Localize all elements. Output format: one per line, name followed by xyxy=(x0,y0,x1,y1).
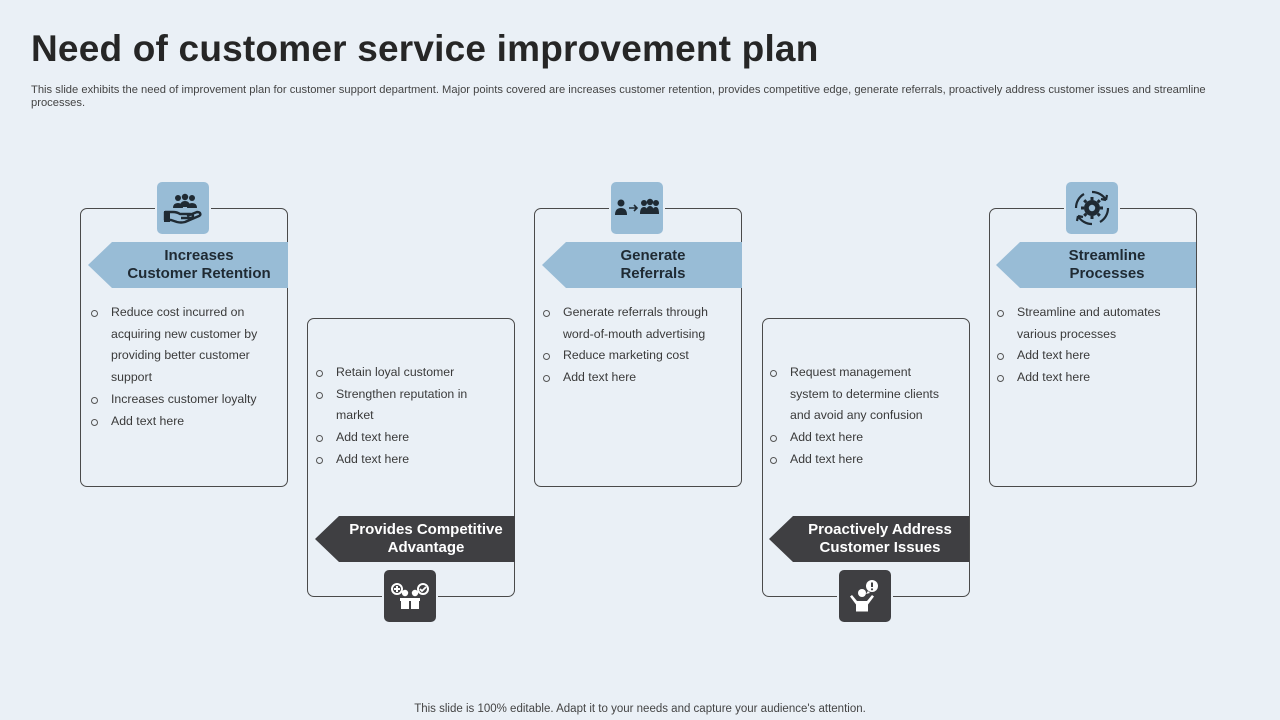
page-subtitle: This slide exhibits the need of improvem… xyxy=(31,84,1206,109)
card-streamline-processes-icon-box xyxy=(1064,180,1120,236)
card-customer-retention-icon-box xyxy=(155,180,211,236)
list-item: Add text here xyxy=(90,411,270,433)
list-item: Generate referrals through word-of-mouth… xyxy=(542,302,722,345)
people-comparison-icon xyxy=(391,583,429,609)
card-streamline-processes-heading: Streamline Processes xyxy=(996,242,1196,288)
hand-people-icon xyxy=(163,193,202,224)
list-item: Add text here xyxy=(769,427,949,449)
list-item: Reduce marketing cost xyxy=(542,345,722,367)
list-item: Streamline and automates various process… xyxy=(996,302,1176,345)
page-title: Need of customer service improvement pla… xyxy=(31,28,819,69)
list-item: Reduce cost incurred on acquiring new cu… xyxy=(90,302,270,389)
list-item: Increases customer loyalty xyxy=(90,389,270,411)
card-generate-referrals-points: Generate referrals through word-of-mouth… xyxy=(542,302,722,389)
card-proactive-issues-heading: Proactively Address Customer Issues xyxy=(769,516,969,562)
card-generate-referrals-icon-box xyxy=(609,180,665,236)
card-competitive-advantage-heading: Provides Competitive Advantage xyxy=(315,516,515,562)
list-item: Add text here xyxy=(996,367,1176,389)
list-item: Retain loyal customer xyxy=(315,362,495,384)
card-proactive-issues-icon-box xyxy=(837,568,893,624)
list-item: Request management system to determine c… xyxy=(769,362,949,427)
card-streamline-processes-points: Streamline and automates various process… xyxy=(996,302,1176,389)
list-item: Strengthen reputation in market xyxy=(315,384,495,427)
card-proactive-issues-points: Request management system to determine c… xyxy=(769,362,949,471)
gear-cycle-icon xyxy=(1074,190,1110,226)
list-item: Add text here xyxy=(315,449,495,471)
card-customer-retention-heading: Increases Customer Retention xyxy=(88,242,288,288)
person-alert-icon xyxy=(850,580,878,612)
card-competitive-advantage-points: Retain loyal customer Strengthen reputat… xyxy=(315,362,495,471)
card-competitive-advantage-icon-box xyxy=(382,568,438,624)
page-footer: This slide is 100% editable. Adapt it to… xyxy=(414,703,866,715)
list-item: Add text here xyxy=(315,427,495,449)
referral-group-icon xyxy=(615,198,659,215)
card-generate-referrals-heading: Generate Referrals xyxy=(542,242,742,288)
list-item: Add text here xyxy=(542,367,722,389)
list-item: Add text here xyxy=(769,449,949,471)
list-item: Add text here xyxy=(996,345,1176,367)
card-customer-retention-points: Reduce cost incurred on acquiring new cu… xyxy=(90,302,270,432)
